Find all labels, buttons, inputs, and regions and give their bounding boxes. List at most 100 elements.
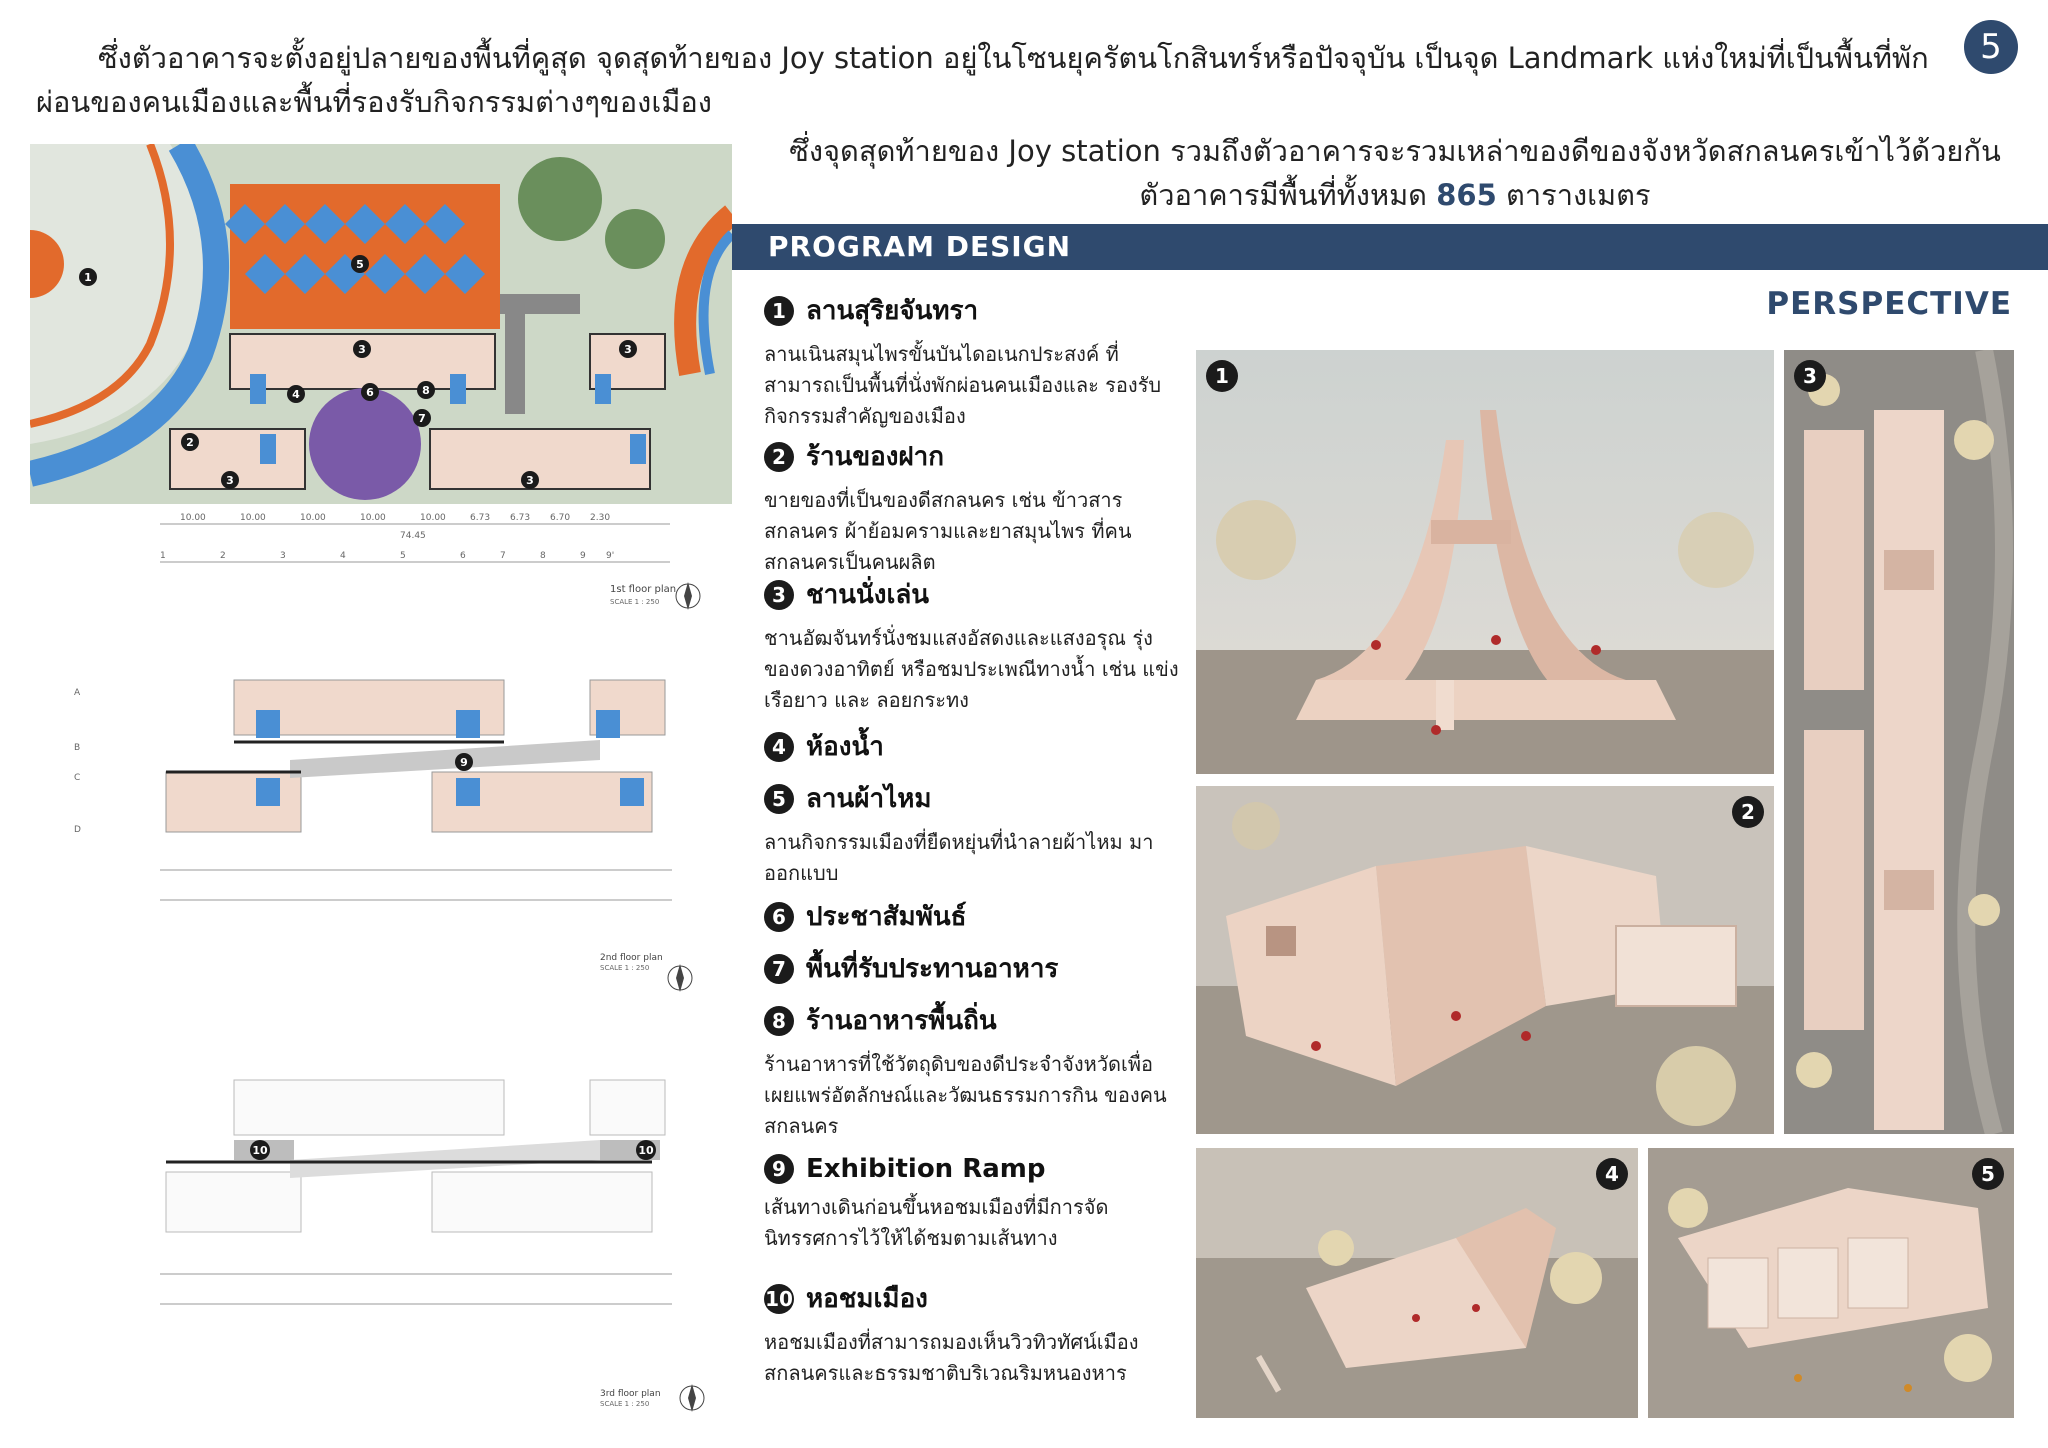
program-item-7: 7 พื้นที่รับประทานอาหาร: [764, 948, 1184, 989]
program-description: ขายของที่เป็นของดีสกลนคร เช่น ข้าวสาร สก…: [764, 488, 1132, 574]
grid-column-label: 9': [606, 551, 614, 561]
model-aerial-image: [1648, 1148, 2014, 1418]
plan-dimension: 10.00: [180, 513, 206, 523]
marker-3: 3: [358, 343, 366, 356]
program-title: ลานสุริยจันทรา: [806, 296, 979, 326]
area-prefix: ตัวอาคารมีพื้นที่ทั้งหมด: [1139, 178, 1428, 212]
grid-column-label: 8: [540, 551, 546, 561]
photo-number: 2: [1732, 796, 1764, 828]
program-item-5: 5 ลานผ้าไหม ลานกิจกรรมเมืองที่ยืดหยุ่นที่…: [764, 778, 1184, 889]
program-number: 9: [764, 1154, 794, 1184]
perspective-photo-5: 5: [1648, 1148, 2014, 1418]
plan-dimension: 2.30: [590, 513, 610, 523]
photo-number: 4: [1596, 1158, 1628, 1190]
subtitle-line-1: ซึ่งจุดสุดท้ายของ Joy station รวมถึงตัวอ…: [789, 134, 2001, 168]
second-floor-drawing: 9 A B C D 2nd floor plan SCALE 1 : 250: [60, 660, 732, 1000]
grid-column-label: 9: [580, 551, 586, 561]
north-arrow-icon: [667, 964, 693, 992]
program-description: ลานเนินสมุนไพรขั้นบันไดอเนกประสงค์ ที่สา…: [764, 342, 1162, 428]
grid-row-b: B: [74, 743, 80, 753]
program-number: 5: [764, 783, 794, 814]
photo-number: 1: [1206, 360, 1238, 392]
perspective-photo-4: 4: [1196, 1148, 1638, 1418]
plan-dimension: 6.73: [510, 513, 530, 523]
program-description: ร้านอาหารที่ใช้วัตถุดิบของดีประจำจังหวัด…: [764, 1052, 1167, 1138]
program-title: ชานนั่งเล่น: [806, 580, 930, 610]
program-description: เส้นทางเดินก่อนขึ้นหอชมเมืองที่มีการจัด …: [764, 1195, 1109, 1250]
grid-row-c: C: [74, 773, 80, 783]
model-top-image: [1784, 350, 2014, 1134]
program-number: 3: [764, 579, 794, 610]
program-number: 4: [764, 731, 794, 762]
grid-row-d: D: [74, 825, 81, 835]
model-side-image: [1196, 1148, 1638, 1418]
program-item-4: 4 ห้องน้ำ: [764, 726, 1184, 767]
program-title: ห้องน้ำ: [806, 732, 884, 762]
model-arch-image: [1196, 350, 1774, 774]
program-title: ประชาสัมพันธ์: [806, 902, 967, 932]
grid-column-label: 6: [460, 551, 466, 561]
grid-column-label: 2: [220, 551, 226, 561]
plan-dimension: 10.00: [300, 513, 326, 523]
program-number: 2: [764, 441, 794, 472]
program-title: ลานผ้าไหม: [806, 784, 932, 814]
plan-scale: SCALE 1 : 250: [610, 598, 659, 606]
third-floor-plan: 10 10 3rd floor plan SCALE 1 : 250: [60, 1060, 732, 1426]
marker-2: 2: [186, 436, 194, 449]
plan-dimension: 10.00: [360, 513, 386, 523]
marker-3b: 3: [624, 343, 632, 356]
marker-6: 6: [366, 386, 374, 399]
grid-column-label: 7: [500, 551, 506, 561]
program-title: พื้นที่รับประทานอาหาร: [806, 954, 1059, 984]
program-number: 6: [764, 901, 794, 932]
marker-1: 1: [84, 271, 92, 284]
second-floor-plan: 9 A B C D 2nd floor plan SCALE 1 : 250: [60, 660, 732, 1000]
photo-number: 5: [1972, 1158, 2004, 1190]
site-plan-drawing: 10.00 10.00 10.00 10.00 10.00 6.73 6.73 6.70 2.3…: [30, 144, 732, 614]
model-stairs-image: [1196, 786, 1774, 1134]
first-floor-plan: 10.00 10.00 10.00 10.00 10.00 6.73 6.73 6.70 2.3…: [30, 144, 732, 614]
plan-dimension: 10.00: [420, 513, 446, 523]
grid-column-label: 5: [400, 551, 406, 561]
program-item-10: 10 หอชมเมือง หอชมเมืองที่สามารถมองเห็นวิว…: [764, 1278, 1184, 1389]
program-title: หอชมเมือง: [806, 1284, 928, 1314]
marker-7: 7: [418, 412, 426, 425]
program-item-8: 8 ร้านอาหารพื้นถิ่น ร้านอาหารที่ใช้วัตถุด…: [764, 1000, 1184, 1142]
marker-10: 10: [252, 1144, 268, 1157]
area-unit: ตารางเมตร: [1506, 178, 1651, 212]
program-number: 10: [764, 1283, 794, 1314]
photo-number: 3: [1794, 360, 1826, 392]
program-description: ชานอัฒจันทร์นั่งชมแสงอัสดงและแสงอรุณ รุ่…: [764, 626, 1179, 712]
grid-column-label: 1: [160, 551, 166, 561]
perspective-photo-3: 3: [1784, 350, 2014, 1134]
plan-scale: SCALE 1 : 250: [600, 964, 649, 972]
page-number-badge: 5: [1964, 20, 2018, 74]
marker-8: 8: [422, 384, 430, 397]
plan-dimension: 6.73: [470, 513, 490, 523]
grid-row-a: A: [74, 688, 81, 698]
program-description: ลานกิจกรรมเมืองที่ยืดหยุ่นที่นำลายผ้าไหม…: [764, 830, 1154, 885]
program-item-3: 3 ชานนั่งเล่น ชานอัฒจันทร์นั่งชมแสงอัสดงแ…: [764, 574, 1184, 716]
intro-paragraph: ซึ่งตัวอาคารจะตั้งอยู่ปลายของพื้นที่คูสุ…: [36, 41, 1929, 119]
plan-dimension: 6.70: [550, 513, 570, 523]
marker-5: 5: [356, 258, 364, 271]
grid-column-label: 4: [340, 551, 346, 561]
program-title: Exhibition Ramp: [806, 1154, 1046, 1184]
marker-3c: 3: [226, 474, 234, 487]
grid-column-label: 3: [280, 551, 286, 561]
program-number: 8: [764, 1005, 794, 1036]
marker-10b: 10: [638, 1144, 654, 1157]
marker-4: 4: [292, 388, 300, 401]
program-item-9: 9 Exhibition Ramp เส้นทางเดินก่อนขึ้นหอชม…: [764, 1154, 1184, 1254]
program-design-header: PROGRAM DESIGN: [732, 224, 2048, 270]
plan-dimension: 10.00: [240, 513, 266, 523]
area-number: 865: [1436, 178, 1497, 212]
program-description: หอชมเมืองที่สามารถมองเห็นวิวทิวทัศน์เมือ…: [764, 1330, 1139, 1385]
program-title: ร้านอาหารพื้นถิ่น: [806, 1006, 997, 1036]
perspective-heading: PERSPECTIVE: [1766, 286, 2012, 322]
program-number: 7: [764, 953, 794, 984]
north-arrow-icon: [675, 582, 701, 610]
program-item-6: 6 ประชาสัมพันธ์: [764, 896, 1184, 937]
